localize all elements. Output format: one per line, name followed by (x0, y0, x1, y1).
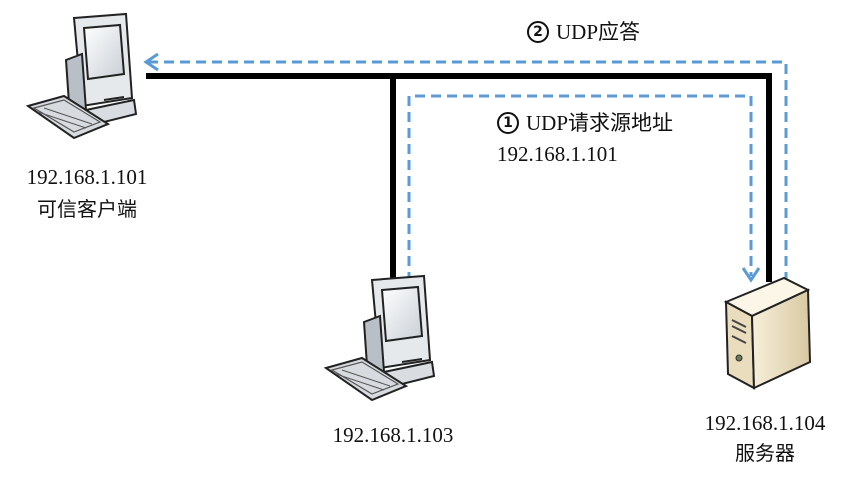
attacker-ip-label: 192.168.1.103 (332, 423, 454, 447)
step-number-badge: 1 (497, 112, 519, 134)
client-ip-label: 192.168.1.101 (26, 165, 148, 189)
server-ip-label: 192.168.1.104 (704, 411, 826, 435)
step-response-label: 2 UDP应答 (527, 19, 640, 45)
network-cable (146, 73, 772, 282)
step-response-text: UDP应答 (556, 20, 641, 44)
client-name-label: 可信客户端 (37, 197, 137, 221)
attacker-computer-icon (323, 274, 436, 402)
step-number-badge: 2 (527, 21, 549, 43)
flow-udp-response (143, 52, 788, 282)
arrowhead-left-icon (143, 52, 159, 72)
arrowhead-down-icon (741, 267, 761, 283)
flow-udp-request (407, 94, 761, 283)
step-request-label: 1 UDP请求源地址 (497, 110, 673, 136)
client-computer-icon (25, 12, 138, 140)
step-request-text: UDP请求源地址 (526, 111, 674, 135)
server-name-label: 服务器 (735, 441, 795, 465)
step-request-address: 192.168.1.101 (497, 142, 618, 166)
server-icon (723, 276, 812, 390)
